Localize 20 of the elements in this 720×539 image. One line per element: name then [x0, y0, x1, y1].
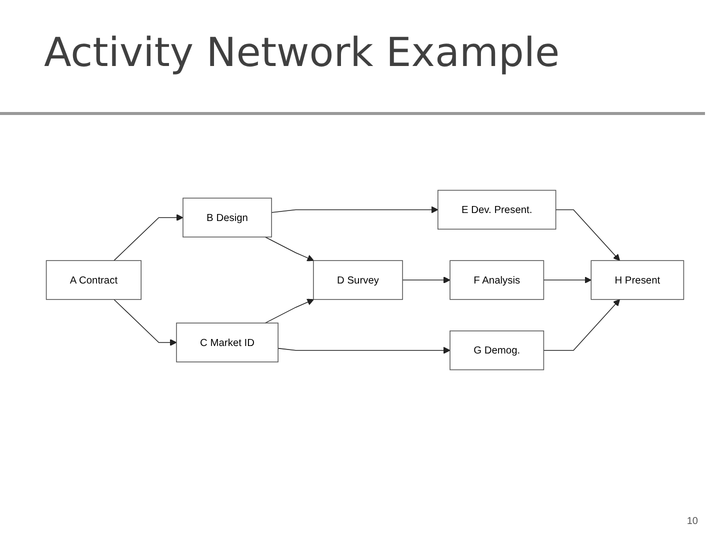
arrow: [264, 298, 314, 324]
arrow: [543, 276, 592, 284]
slide-title: Activity Network Example: [44, 30, 560, 76]
arrow: [402, 276, 450, 284]
arrow: [114, 214, 184, 261]
node-box: B Design: [182, 198, 272, 238]
node-box: H Present: [590, 260, 684, 300]
arrow: [543, 299, 620, 351]
node-box: E Dev. Present.: [438, 190, 556, 230]
node-box: G Demog.: [450, 330, 544, 370]
arrow: [114, 299, 177, 346]
arrow: [278, 346, 450, 354]
arrow: [555, 209, 620, 261]
node-box: C Market ID: [176, 322, 278, 362]
page-number: 10: [686, 516, 698, 527]
node-box: F Analysis: [450, 260, 544, 300]
arrow: [271, 206, 438, 214]
arrow: [264, 236, 314, 262]
node-box: D Survey: [313, 260, 403, 300]
node-box: A Contract: [46, 260, 142, 300]
